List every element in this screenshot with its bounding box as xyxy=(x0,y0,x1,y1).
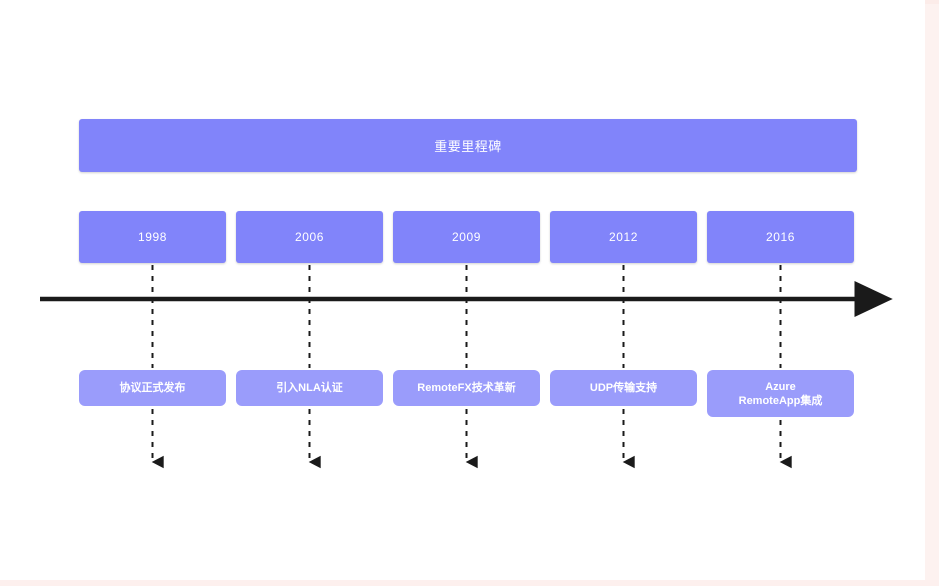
year-label-3: 2009 xyxy=(451,230,482,244)
event-box-5[interactable]: Azure RemoteApp集成 xyxy=(707,370,854,417)
diagram-title-text: 重要里程碑 xyxy=(434,139,502,154)
page-edge-top-right xyxy=(925,0,939,4)
year-label-4: 2012 xyxy=(608,230,639,244)
event-box-4[interactable]: UDP传输支持 xyxy=(550,370,697,406)
event-box-3[interactable]: RemoteFX技术革新 xyxy=(393,370,540,406)
event-label-5: Azure RemoteApp集成 xyxy=(738,380,823,407)
year-label-5: 2016 xyxy=(765,230,796,244)
year-box-4[interactable]: 2012 xyxy=(550,211,697,263)
event-label-4: UDP传输支持 xyxy=(589,382,658,394)
event-box-2[interactable]: 引入NLA认证 xyxy=(236,370,383,406)
event-box-1[interactable]: 协议正式发布 xyxy=(79,370,226,406)
year-box-1[interactable]: 1998 xyxy=(79,211,226,263)
year-label-1: 1998 xyxy=(137,230,168,244)
year-label-2: 2006 xyxy=(294,230,325,244)
event-label-2: 引入NLA认证 xyxy=(276,382,343,394)
event-label-1: 协议正式发布 xyxy=(119,382,186,394)
year-box-5[interactable]: 2016 xyxy=(707,211,854,263)
year-box-2[interactable]: 2006 xyxy=(236,211,383,263)
page-edge-bottom xyxy=(0,580,939,586)
year-box-3[interactable]: 2009 xyxy=(393,211,540,263)
event-label-3: RemoteFX技术革新 xyxy=(417,382,516,394)
diagram-title-banner: 重要里程碑 xyxy=(79,119,857,172)
page-edge-right xyxy=(925,0,939,586)
